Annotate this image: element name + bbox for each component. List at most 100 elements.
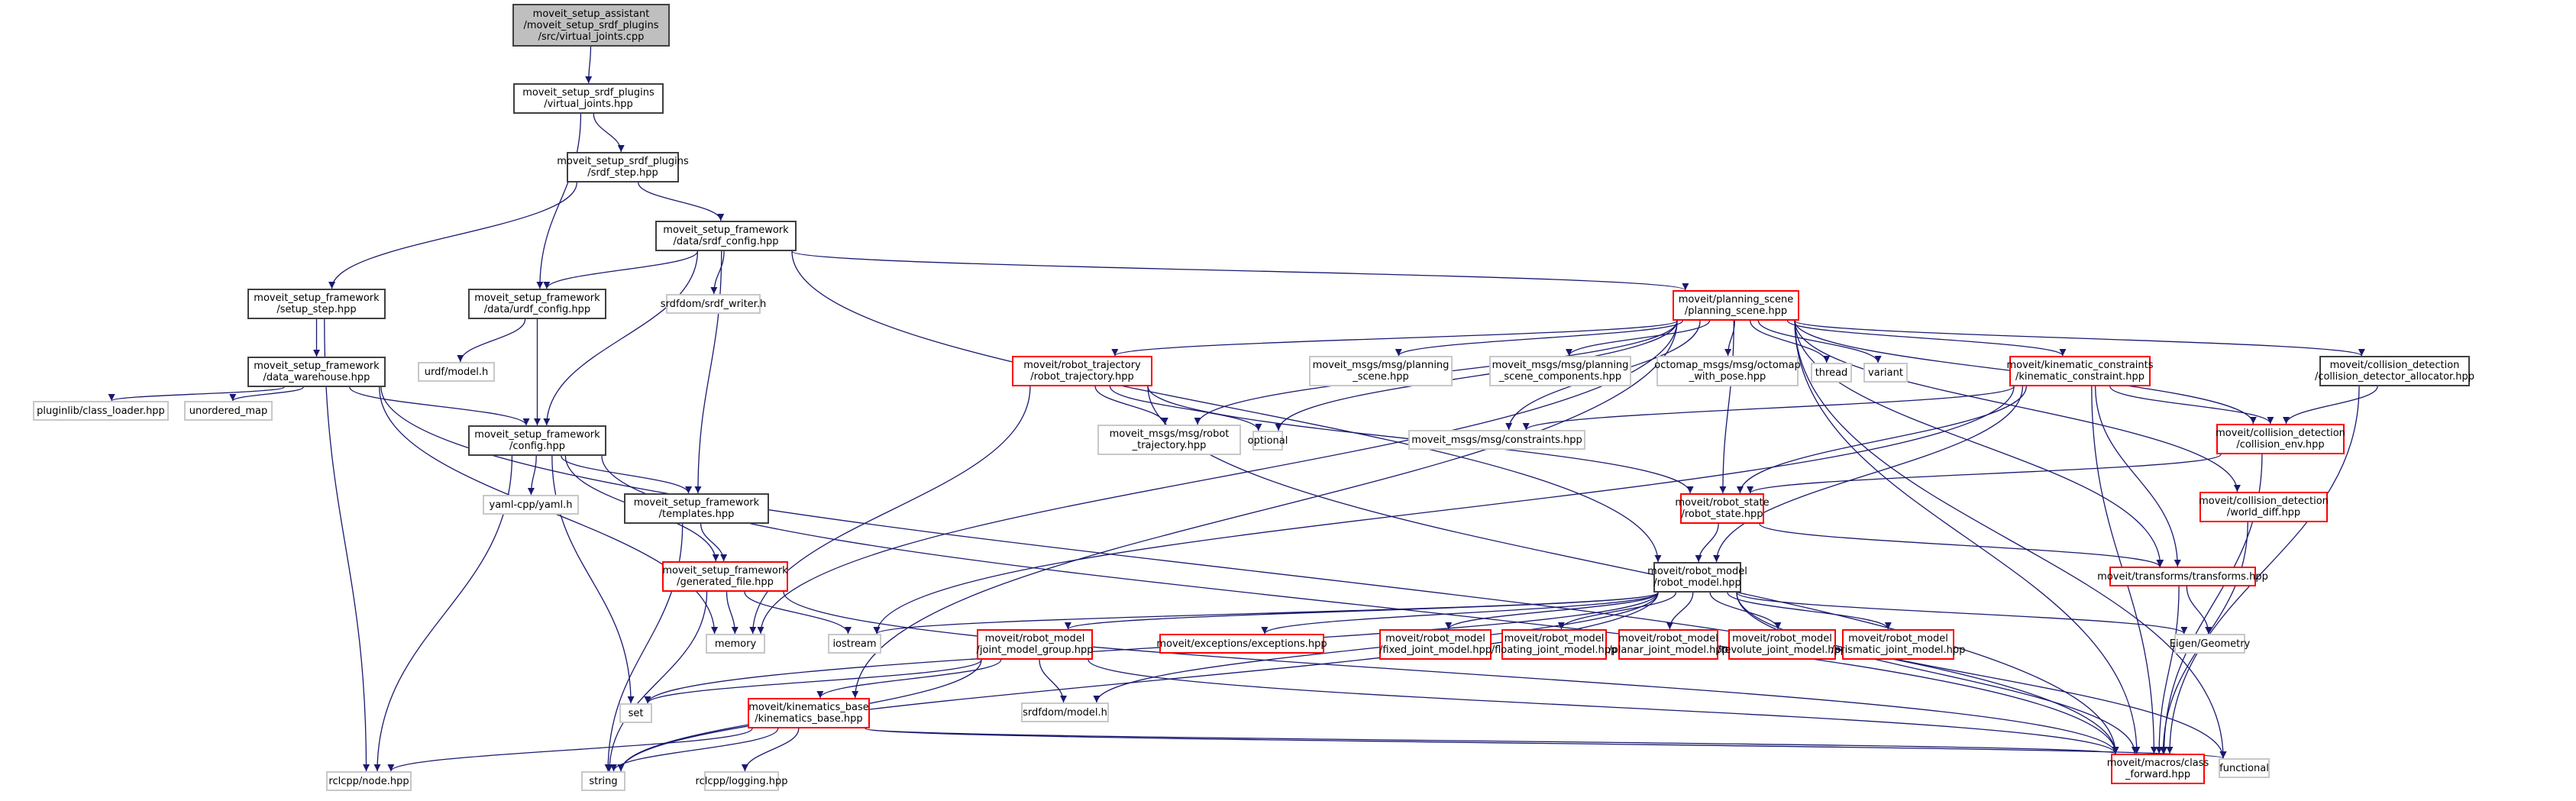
node-label: pluginlib/class_loader.hpp xyxy=(37,405,165,417)
node-octomap[interactable]: octomap_msgs/msg/octomap _with_pose.hpp xyxy=(1654,356,1801,386)
node-worlddiff[interactable]: moveit/collision_detection /world_diff.h… xyxy=(2199,492,2329,522)
node-label: moveit_setup_assistant /moveit_setup_srd… xyxy=(523,8,659,43)
node-templates[interactable]: moveit_setup_framework /templates.hpp xyxy=(624,493,769,524)
node-label: moveit/planning_scene /planning_scene.hp… xyxy=(1678,294,1794,317)
node-label: moveit/robot_trajectory /robot_trajector… xyxy=(1023,360,1141,383)
edge-robotstate-to-robotmodel xyxy=(1695,523,1719,563)
edge-kinbase-to-classfwd xyxy=(865,728,2119,754)
node-label: rclcpp/node.hpp xyxy=(328,775,409,787)
node-label: moveit_setup_framework /generated_file.h… xyxy=(662,565,788,588)
node-genfile[interactable]: moveit_setup_framework /generated_file.h… xyxy=(662,561,788,592)
node-classloader[interactable]: pluginlib/class_loader.hpp xyxy=(33,401,169,421)
node-label: moveit_msgs/msg/constraints.hpp xyxy=(1411,434,1582,446)
edge-srdfstep-to-srdfcfg xyxy=(638,182,725,221)
node-robotmodel[interactable]: moveit/robot_model /robot_model.hpp xyxy=(1647,562,1747,593)
node-planarjm[interactable]: moveit/robot_model /planar_joint_model.h… xyxy=(1608,629,1728,660)
node-label: moveit/collision_detection /collision_de… xyxy=(2314,360,2475,383)
node-label: string xyxy=(589,775,618,787)
node-urdfcfg[interactable]: moveit_setup_framework /data/urdf_config… xyxy=(468,289,606,319)
node-msgrobottraj[interactable]: moveit_msgs/msg/robot _trajectory.hpp xyxy=(1097,425,1241,455)
node-label: moveit/kinematics_base /kinematics_base.… xyxy=(748,702,869,725)
node-set[interactable]: set xyxy=(619,703,652,723)
node-robotstate[interactable]: moveit/robot_state /robot_state.hpp xyxy=(1675,493,1770,524)
node-label: functional xyxy=(2219,762,2269,774)
edge-kinconstr-to-robotstate xyxy=(1736,386,2027,494)
node-yaml[interactable]: yaml-cpp/yaml.h xyxy=(483,495,579,515)
node-msgplanscene[interactable]: moveit_msgs/msg/planning _scene.hpp xyxy=(1309,356,1453,386)
node-robottraj[interactable]: moveit/robot_trajectory /robot_trajector… xyxy=(1012,356,1152,386)
node-label: moveit_setup_framework /config.hpp xyxy=(474,429,600,452)
node-label: moveit_setup_framework /templates.hpp xyxy=(633,497,760,520)
edge-planscene-to-robotstate xyxy=(1719,320,1734,494)
node-kinbase[interactable]: moveit/kinematics_base /kinematics_base.… xyxy=(748,698,870,728)
node-label: set xyxy=(628,707,644,719)
edge-planscene-to-kinbase xyxy=(852,320,1678,699)
node-classfwd[interactable]: moveit/macros/class _forward.hpp xyxy=(2107,754,2209,784)
node-colldetalloc[interactable]: moveit/collision_detection /collision_de… xyxy=(2315,356,2474,386)
node-unordmap[interactable]: unordered_map xyxy=(184,401,273,421)
node-label: optional xyxy=(1247,434,1288,447)
node-memory[interactable]: memory xyxy=(706,634,765,654)
node-label: memory xyxy=(714,638,757,650)
node-setupstep[interactable]: moveit_setup_framework /setup_step.hpp xyxy=(247,289,386,319)
node-label: moveit/robot_model /prismatic_joint_mode… xyxy=(1831,633,1966,656)
node-label: thread xyxy=(1815,367,1848,379)
node-fixedjm[interactable]: moveit/robot_model /fixed_joint_model.hp… xyxy=(1379,629,1492,660)
node-label: Eigen/Geometry xyxy=(2169,638,2251,650)
edge-planscene-to-kinconstr xyxy=(1786,320,2067,357)
edge-genfile-to-string xyxy=(606,591,708,772)
node-iostream[interactable]: iostream xyxy=(828,634,881,654)
node-label: moveit_setup_framework /data/urdf_config… xyxy=(474,292,600,315)
node-string[interactable]: string xyxy=(581,771,625,791)
node-label: octomap_msgs/msg/octomap _with_pose.hpp xyxy=(1654,360,1801,383)
node-functional[interactable]: functional xyxy=(2219,758,2270,778)
node-variant[interactable]: variant xyxy=(1863,363,1908,383)
node-transforms[interactable]: moveit/transforms/transforms.hpp xyxy=(2097,567,2268,586)
node-constraints[interactable]: moveit_msgs/msg/constraints.hpp xyxy=(1408,430,1585,450)
node-label: moveit/exceptions/exceptions.hpp xyxy=(1156,638,1327,650)
node-kinconstr[interactable]: moveit/kinematic_constraints /kinematic_… xyxy=(2006,356,2154,386)
node-root[interactable]: moveit_setup_assistant /moveit_setup_srd… xyxy=(512,4,670,47)
node-thread[interactable]: thread xyxy=(1811,363,1852,383)
node-optional[interactable]: optional xyxy=(1248,431,1288,451)
node-rcllog[interactable]: rclcpp/logging.hpp xyxy=(696,771,787,791)
edge-robottraj-to-optional xyxy=(1109,386,1262,431)
node-label: moveit/robot_state /robot_state.hpp xyxy=(1675,497,1770,520)
node-config[interactable]: moveit_setup_framework /config.hpp xyxy=(468,425,606,456)
node-collenv[interactable]: moveit/collision_detection /collision_en… xyxy=(2216,424,2345,454)
node-floatjm[interactable]: moveit/robot_model /floating_joint_model… xyxy=(1492,629,1617,660)
node-urdfmodel[interactable]: urdf/model.h xyxy=(418,362,495,382)
node-planscene[interactable]: moveit/planning_scene /planning_scene.hp… xyxy=(1673,290,1799,321)
edge-kinbase-to-rcllog xyxy=(741,728,800,772)
node-label: moveit_setup_framework /data/srdf_config… xyxy=(663,224,789,247)
node-prisjm[interactable]: moveit/robot_model /prismatic_joint_mode… xyxy=(1831,629,1965,660)
node-msgpscomp[interactable]: moveit_msgs/msg/planning _scene_componen… xyxy=(1489,356,1631,386)
node-label: srdfdom/srdf_writer.h xyxy=(660,298,767,310)
edge-vj-to-urdfcfg xyxy=(536,113,582,289)
node-eigen[interactable]: Eigen/Geometry xyxy=(2170,634,2250,654)
node-srdfstep[interactable]: moveit_setup_srdf_plugins /srdf_step.hpp xyxy=(557,152,689,182)
edges-layer xyxy=(108,46,2378,772)
edge-srdfcfg-to-planscene xyxy=(791,250,1689,291)
node-srdfcfg[interactable]: moveit_setup_framework /data/srdf_config… xyxy=(655,221,797,251)
node-srdfmodel[interactable]: srdfdom/model.h xyxy=(1021,702,1109,722)
node-label: srdfdom/model.h xyxy=(1023,706,1107,719)
edge-srdfcfg-to-config xyxy=(543,250,699,426)
node-datawh[interactable]: moveit_setup_framework /data_warehouse.h… xyxy=(247,357,386,387)
edge-robottraj-to-msgrobottraj xyxy=(1094,386,1168,425)
edge-root-to-vj xyxy=(585,46,593,84)
node-vj[interactable]: moveit_setup_srdf_plugins /virtual_joint… xyxy=(513,83,664,114)
edge-robotmodel-to-planarjm xyxy=(1666,592,1694,630)
edge-datawh-to-config xyxy=(349,386,530,426)
node-revjm[interactable]: moveit/robot_model /revolute_joint_model… xyxy=(1718,629,1847,660)
node-srdfwriter[interactable]: srdfdom/srdf_writer.h xyxy=(661,294,766,314)
node-jmg[interactable]: moveit/robot_model /joint_model_group.hp… xyxy=(977,629,1094,660)
node-exceptions[interactable]: moveit/exceptions/exceptions.hpp xyxy=(1156,634,1327,654)
edge-srdfstep-to-setupstep xyxy=(328,182,577,289)
node-label: moveit/kinematic_constraints /kinematic_… xyxy=(2006,360,2154,383)
edge-robotmodel-to-iostream xyxy=(873,592,1659,635)
node-rclnode[interactable]: rclcpp/node.hpp xyxy=(326,771,412,791)
edge-kinbase-to-functional xyxy=(865,728,2226,759)
edge-srdfcfg-to-urdfcfg xyxy=(543,250,699,289)
edge-robotmodel-to-fixedjm xyxy=(1445,592,1659,630)
